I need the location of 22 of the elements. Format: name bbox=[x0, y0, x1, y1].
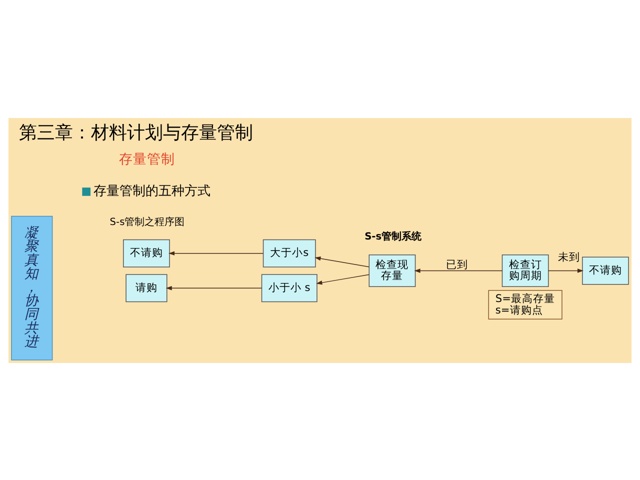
node-box: 小于小 s bbox=[261, 274, 318, 302]
edge-label: 已到 bbox=[446, 258, 468, 270]
node-box: 不请购 bbox=[123, 238, 170, 267]
node-box: 请购 bbox=[126, 274, 168, 302]
diagram-title: 第三章：材料计划与存量管制 bbox=[18, 122, 253, 144]
node-box: S=最高存量 s=请购点 bbox=[488, 290, 562, 320]
node-box: 不请购 bbox=[582, 256, 629, 284]
node-box: 检查现存量 bbox=[368, 254, 416, 286]
edge-label: 未到 bbox=[558, 251, 580, 264]
node-box: 检查订购周期 bbox=[502, 254, 549, 286]
label: 存量管制 bbox=[118, 151, 175, 168]
label: S-s管制系统 bbox=[364, 230, 422, 242]
node-box: 大于小s bbox=[262, 238, 316, 267]
arrow bbox=[314, 256, 370, 267]
label: 存量管制的五种方式 bbox=[94, 183, 211, 198]
label: S-s管制之程序图 bbox=[110, 216, 185, 228]
arrow bbox=[548, 268, 584, 272]
arrow bbox=[414, 268, 503, 272]
node-box: 凝聚真知，协同共进 bbox=[11, 215, 53, 360]
arrow bbox=[166, 286, 262, 290]
arrow bbox=[168, 250, 264, 255]
arrow bbox=[316, 274, 370, 284]
